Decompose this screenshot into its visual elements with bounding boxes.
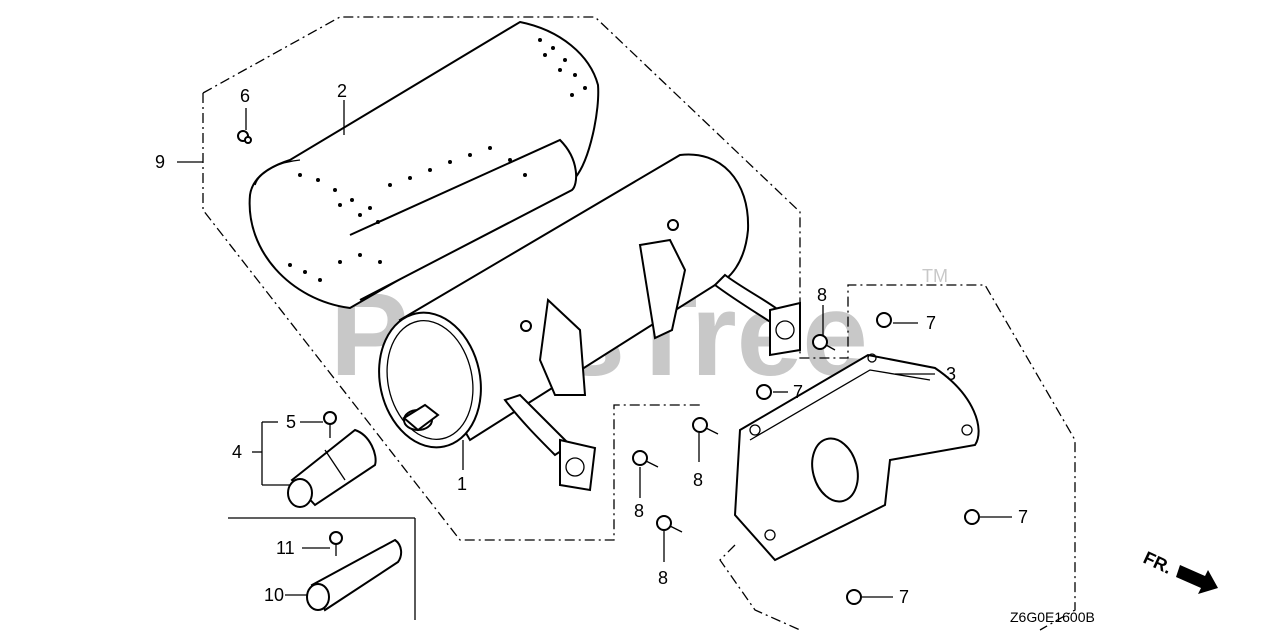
bolt-7b	[756, 384, 772, 400]
front-direction-marker: FR.	[1140, 547, 1218, 594]
callout-8c: 8	[634, 501, 644, 521]
callout-1: 1	[457, 474, 467, 494]
bolt-7d	[846, 589, 862, 605]
callout-11: 11	[276, 538, 295, 558]
spark-arrester	[306, 538, 403, 612]
assembly-boundary	[202, 16, 1076, 631]
watermark-trademark: TM	[922, 266, 948, 286]
callout-2: 2	[337, 81, 347, 101]
diagram-code: Z6G0E1600B	[1010, 609, 1095, 625]
callout-7b: 7	[793, 382, 803, 402]
muffler-protector	[248, 20, 600, 310]
callout-8d: 8	[658, 568, 668, 588]
front-label: FR.	[1140, 547, 1175, 577]
front-arrow-icon	[1176, 565, 1218, 594]
callout-labels: 2 6 9 1 3 4 5 10 11 7 7 7 7 8 8 8 8	[155, 81, 1028, 607]
callout-9: 9	[155, 152, 165, 172]
callout-7a: 7	[926, 313, 936, 333]
callout-7d: 7	[899, 587, 909, 607]
bolt-8c	[632, 450, 659, 468]
callout-10: 10	[264, 585, 284, 605]
bolt-7c	[964, 509, 980, 525]
tail-pipe	[287, 428, 377, 508]
muffler-body	[378, 153, 801, 492]
bolt-8b	[692, 417, 719, 435]
callout-7c: 7	[1018, 507, 1028, 527]
muffler-stay	[733, 353, 980, 562]
screw-5	[323, 411, 337, 438]
bolt-7a	[876, 312, 892, 328]
screw-6	[237, 130, 252, 144]
leader-lines	[177, 100, 1012, 598]
callout-5: 5	[286, 412, 296, 432]
screw-11	[329, 531, 343, 556]
fasteners	[237, 130, 980, 605]
bolt-8a	[812, 334, 836, 351]
callout-8a: 8	[817, 285, 827, 305]
bolt-8d	[656, 515, 683, 533]
callout-4: 4	[232, 442, 242, 462]
callout-6: 6	[240, 86, 250, 106]
bracket-group-boundary	[719, 544, 801, 631]
callout-3: 3	[946, 364, 956, 384]
callout-8b: 8	[693, 470, 703, 490]
